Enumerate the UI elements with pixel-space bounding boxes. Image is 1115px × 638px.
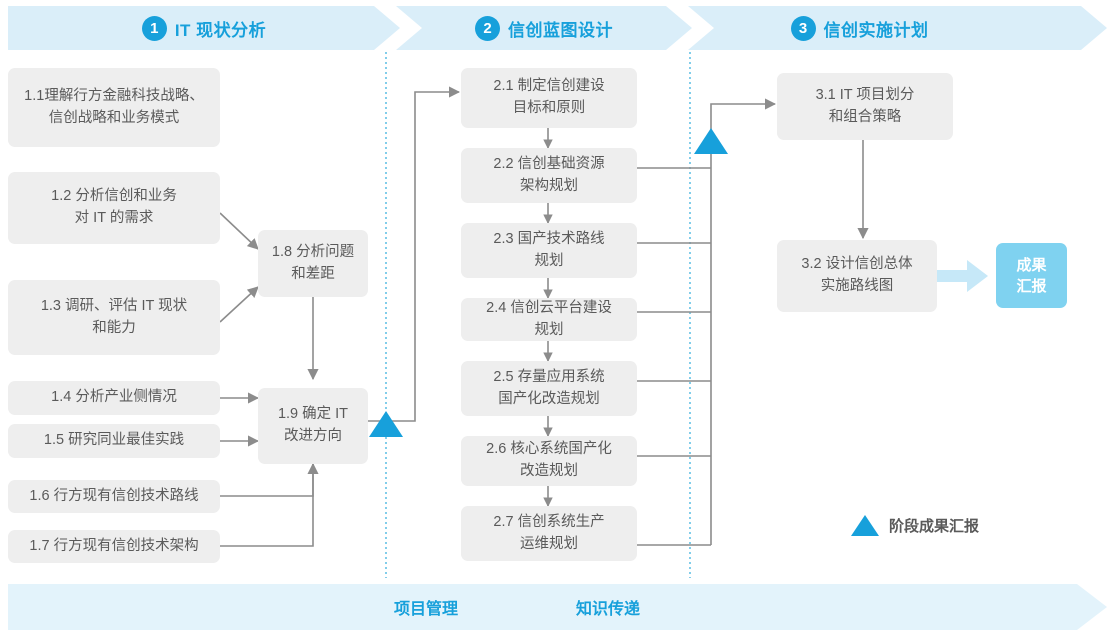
task-box-1-8[interactable]: 1.8 分析问题 和差距 [258,230,368,297]
block-arrow-to-result [937,260,988,292]
phase-number-3: 3 [790,15,816,41]
bottom-label-project-management: 项目管理 [394,601,459,618]
task-box-2-7[interactable]: 2.7 信创系统生产 运维规划 [461,506,637,561]
bottom-band: 项目管理 知识传递 [8,584,1107,630]
connector-1-9-to-2-1 [368,86,461,422]
phase-number-1: 1 [141,15,167,41]
phase-title-3: 信创实施计划 [823,20,929,40]
connector-1-3-to-1-8 [219,286,259,323]
triangle-up-icon [851,515,879,536]
task-box-1-3[interactable]: 1.3 调研、评估 IT 现状 和能力 [8,280,220,355]
phase-band-1: 1 IT 现状分析 [8,6,400,50]
phase-title-1: IT 现状分析 [174,20,267,40]
phase-band-2: 2 信创蓝图设计 [396,6,692,50]
phase-band-3: 3 信创实施计划 [688,6,1107,50]
phase-number-2: 2 [475,15,500,41]
task-box-3-2[interactable]: 3.2 设计信创总体 实施路线图 [777,240,937,312]
legend: 阶段成果汇报 [851,515,979,536]
bottom-band-shape [8,584,1107,630]
task-box-2-6[interactable]: 2.6 核心系统国产化 改造规划 [461,436,637,486]
bottom-label-knowledge-transfer: 知识传递 [576,601,641,618]
task-box-1-1[interactable]: 1.1理解行方金融科技战略、 信创战略和业务模式 [8,68,220,147]
phase-title-2: 信创蓝图设计 [508,20,613,40]
legend-label: 阶段成果汇报 [889,518,980,535]
task-box-2-5[interactable]: 2.5 存量应用系统 国产化改造规划 [461,361,637,416]
connector-1-6-to-1-9 [220,462,319,497]
task-box-1-5[interactable]: 1.5 研究同业最佳实践 [8,424,220,458]
task-box-3-1[interactable]: 3.1 IT 项目划分 和组合策略 [777,73,953,140]
milestone-triangle-phase1 [369,411,403,437]
task-box-2-1[interactable]: 2.1 制定信创建设 目标和原则 [461,68,637,128]
milestone-triangle-phase2 [694,128,728,154]
task-box-1-9[interactable]: 1.9 确定 IT 改进方向 [258,388,368,464]
task-box-2-4[interactable]: 2.4 信创云平台建设 规划 [461,298,637,341]
task-box-1-2[interactable]: 1.2 分析信创和业务 对 IT 的需求 [8,172,220,244]
phase-band-2-shape [396,6,692,50]
task-box-2-3[interactable]: 2.3 国产技术路线 规划 [461,223,637,278]
result-report-chip[interactable]: 成果 汇报 [996,243,1067,308]
connector-1-7-to-1-9 [220,464,314,547]
task-box-1-4[interactable]: 1.4 分析产业侧情况 [8,381,220,415]
task-box-1-7[interactable]: 1.7 行方现有信创技术架构 [8,530,220,563]
task-box-1-6[interactable]: 1.6 行方现有信创技术路线 [8,480,220,513]
phase-band-1-shape [8,6,400,50]
connector-bus-to-3-1 [710,98,777,545]
connector-1-2-to-1-8 [219,212,259,250]
phase-band-3-shape [688,6,1107,50]
task-box-2-2[interactable]: 2.2 信创基础资源 架构规划 [461,148,637,203]
